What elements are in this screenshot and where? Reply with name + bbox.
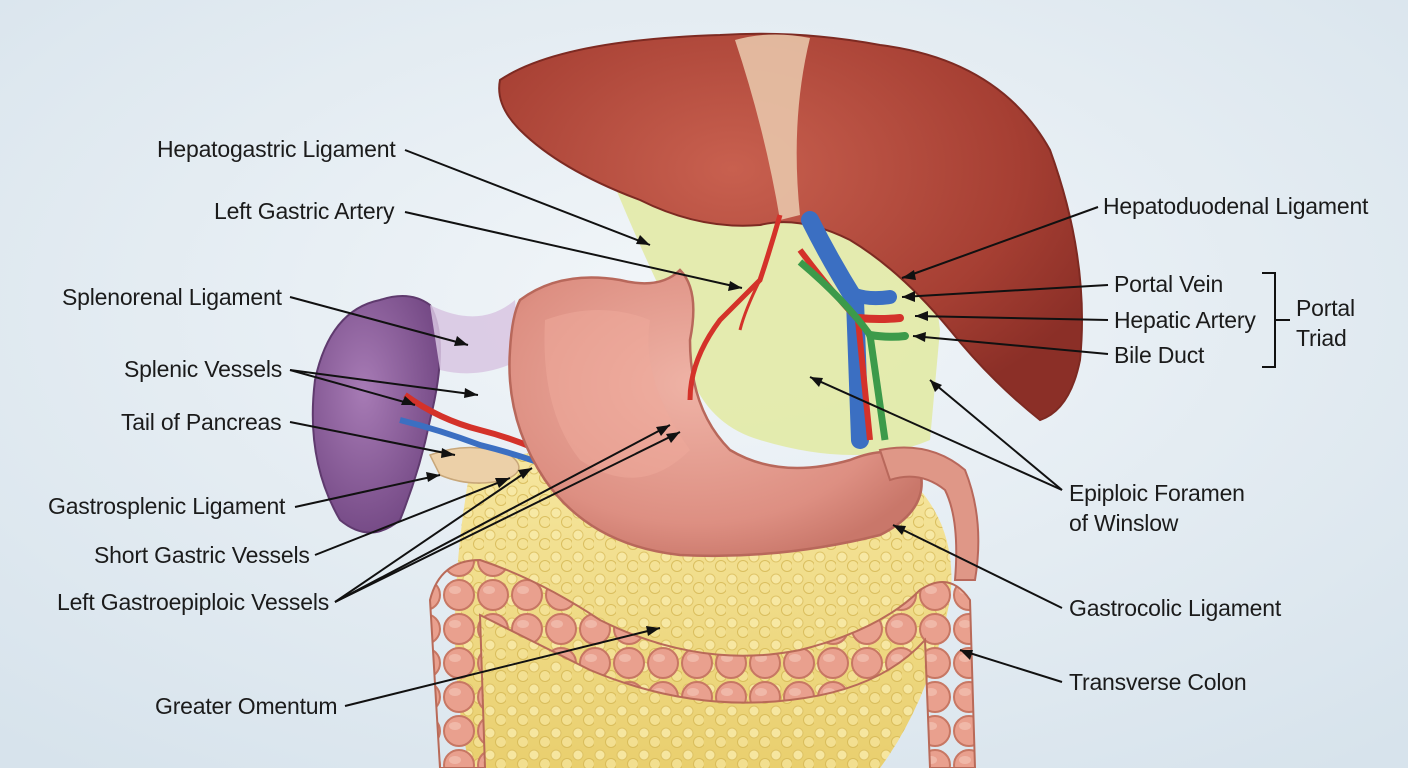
label-hepatoduodenal-ligament: Hepatoduodenal Ligament xyxy=(1103,193,1369,219)
label-tail-of-pancreas: Tail of Pancreas xyxy=(121,409,282,435)
label-portal-vein: Portal Vein xyxy=(1114,271,1224,297)
label-splenic-vessels: Splenic Vessels xyxy=(124,356,283,382)
transverse-colon-shape xyxy=(428,558,977,768)
label-hepatogastric-ligament: Hepatogastric Ligament xyxy=(157,136,396,162)
label-left-gastroepiploic-vessels: Left Gastroepiploic Vessels xyxy=(57,589,330,615)
label-greater-omentum: Greater Omentum xyxy=(155,693,338,719)
label-transverse-colon: Transverse Colon xyxy=(1069,669,1247,695)
label-epiploic-foramen: Epiploic Foramen of Winslow xyxy=(1069,480,1245,536)
label-splenorenal-ligament: Splenorenal Ligament xyxy=(62,284,282,310)
label-gastrosplenic-ligament: Gastrosplenic Ligament xyxy=(48,493,286,519)
pancreas-tail-shape xyxy=(428,446,520,484)
label-left-gastric-artery: Left Gastric Artery xyxy=(214,198,395,224)
label-short-gastric-vessels: Short Gastric Vessels xyxy=(94,542,310,568)
label-hepatic-artery: Hepatic Artery xyxy=(1114,307,1256,333)
label-portal-triad: Portal Triad xyxy=(1296,295,1355,351)
label-bile-duct: Bile Duct xyxy=(1114,342,1205,368)
label-gastrocolic-ligament: Gastrocolic Ligament xyxy=(1069,595,1282,621)
liver-shape xyxy=(498,32,1083,422)
leader-lines xyxy=(289,149,1290,707)
